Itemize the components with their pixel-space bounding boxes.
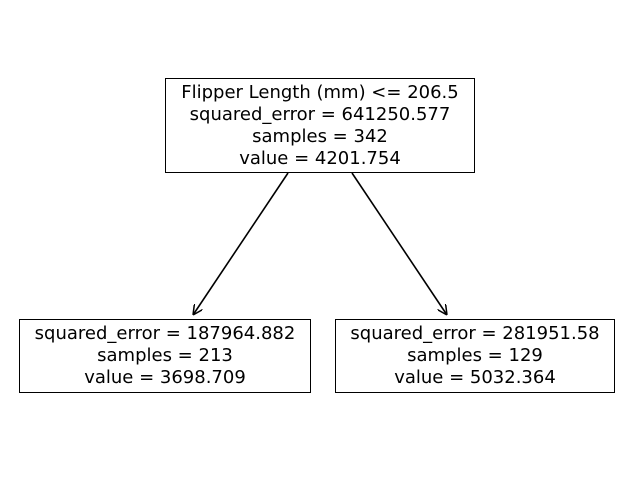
node-split-condition: Flipper Length (mm) <= 206.5 <box>181 81 459 103</box>
node-value: value = 5032.364 <box>394 367 556 388</box>
tree-node-root: Flipper Length (mm) <= 206.5 squared_err… <box>165 78 475 173</box>
tree-node-left-leaf: squared_error = 187964.882 samples = 213… <box>19 319 311 393</box>
node-squared-error: squared_error = 187964.882 <box>34 323 296 344</box>
node-squared-error: squared_error = 281951.58 <box>350 323 600 344</box>
node-samples: samples = 342 <box>252 125 388 147</box>
node-squared-error: squared_error = 641250.577 <box>189 103 451 125</box>
edge-root-to-right <box>351 172 447 315</box>
node-samples: samples = 129 <box>407 345 543 366</box>
node-value: value = 4201.754 <box>239 147 401 169</box>
node-value: value = 3698.709 <box>84 367 246 388</box>
node-samples: samples = 213 <box>97 345 233 366</box>
tree-node-right-leaf: squared_error = 281951.58 samples = 129 … <box>335 319 615 393</box>
edge-root-to-left <box>193 172 289 315</box>
